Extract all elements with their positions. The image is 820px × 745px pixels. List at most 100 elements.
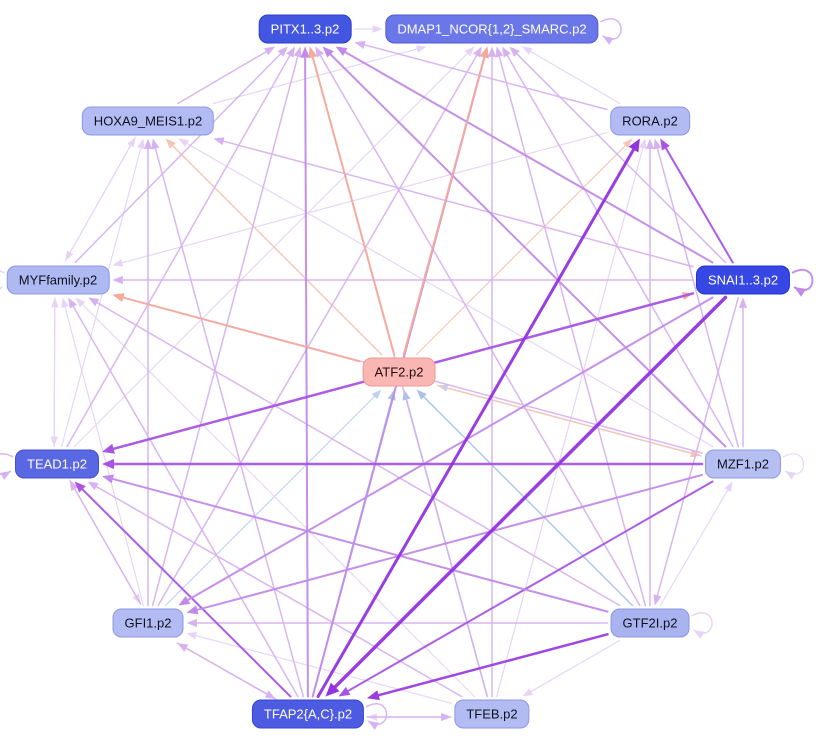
edge-arrowhead xyxy=(315,46,324,58)
graph-node-tfap2-a-c-p2[interactable]: TFAP2{A,C}.p2 xyxy=(251,699,365,729)
edge-arrowhead xyxy=(151,138,160,150)
graph-edge xyxy=(94,300,621,607)
edge-arrowhead xyxy=(653,594,662,606)
edge-arrowhead xyxy=(479,46,489,59)
edge-arrowhead xyxy=(51,297,59,308)
graph-edge xyxy=(328,51,727,448)
edge-arrowhead xyxy=(785,471,796,480)
graph-edge xyxy=(656,145,740,448)
graph-edge xyxy=(415,143,628,356)
graph-edge xyxy=(71,304,299,698)
graph-edge xyxy=(74,51,283,264)
self-loop-edge xyxy=(691,612,713,634)
edge-arrowhead xyxy=(143,138,153,149)
graph-node-mzf1-p2[interactable]: MZF1.p2 xyxy=(704,449,782,479)
graph-node-snai1-3-p2[interactable]: SNAI1..3.p2 xyxy=(695,265,791,295)
graph-edge xyxy=(514,51,727,264)
graph-edge xyxy=(170,143,383,356)
graph-edge xyxy=(73,51,470,448)
graph-edge xyxy=(61,145,142,448)
graph-edge xyxy=(53,304,56,448)
self-loop-edge xyxy=(782,453,805,475)
graph-node-gfi1-p2[interactable]: GFI1.p2 xyxy=(112,608,184,638)
edge-arrowhead xyxy=(186,605,199,615)
graph-edge xyxy=(659,487,730,607)
edge-arrowhead xyxy=(293,46,302,58)
graph-edge xyxy=(345,480,714,693)
graph-edge xyxy=(332,295,728,691)
graph-edge xyxy=(402,54,486,356)
graph-edge xyxy=(436,384,694,455)
edge-arrowhead xyxy=(75,297,86,308)
graph-node-tead1-p2[interactable]: TEAD1.p2 xyxy=(15,449,99,479)
graph-edge xyxy=(64,304,145,607)
edge-arrowhead xyxy=(522,688,533,697)
graph-node-atf2-p2[interactable]: ATF2.p2 xyxy=(362,357,436,387)
edge-arrowhead xyxy=(441,712,452,722)
edge-arrowhead xyxy=(186,632,198,640)
graph-edge xyxy=(120,296,361,363)
graph-node-gtf2i-p2[interactable]: GTF2I.p2 xyxy=(610,608,690,638)
edge-arrowhead xyxy=(522,46,533,55)
graph-edge xyxy=(220,139,694,268)
graph-edge xyxy=(66,53,292,448)
edge-arrowhead xyxy=(738,297,748,308)
edge-arrowhead xyxy=(645,138,655,149)
graph-node-rora-p2[interactable]: RORA.p2 xyxy=(610,106,690,136)
edge-arrowhead xyxy=(639,138,647,150)
edge-arrowhead xyxy=(165,138,176,149)
edge-arrowhead xyxy=(693,630,705,639)
edge-arrowhead xyxy=(68,297,77,309)
edge-arrowhead xyxy=(88,297,100,307)
graph-edge xyxy=(68,136,137,255)
graph-edge xyxy=(80,302,476,698)
graph-edge xyxy=(109,477,609,613)
edge-arrowhead xyxy=(367,690,380,701)
edge-arrowhead xyxy=(277,46,288,57)
edge-arrowhead xyxy=(322,46,334,58)
edge-arrowhead xyxy=(137,138,145,150)
edge-arrowhead xyxy=(112,275,123,285)
graph-edge xyxy=(318,53,641,607)
edge-arrowhead xyxy=(628,138,640,153)
graph-edge xyxy=(164,394,377,607)
edge-arrowhead xyxy=(473,46,482,58)
graph-edge xyxy=(194,473,703,612)
graph-edge xyxy=(505,53,734,448)
edge-arrowhead xyxy=(74,481,86,493)
graph-edge xyxy=(498,53,647,607)
edge-arrowhead xyxy=(502,46,511,58)
graph-node-dmap1-ncor-1-2-smarc-p2[interactable]: DMAP1_NCOR{1,2}_SMARC.p2 xyxy=(385,14,599,44)
graph-node-tfeb-p2[interactable]: TFEB.p2 xyxy=(454,699,530,729)
edge-arrowhead xyxy=(724,481,733,492)
self-loop-edge xyxy=(0,453,14,475)
edge-arrowhead xyxy=(178,138,189,147)
edge-arrowhead xyxy=(112,293,125,303)
graph-edge xyxy=(311,54,396,356)
graph-node-myffamily-p2[interactable]: MYFfamily.p2 xyxy=(6,265,110,295)
graph-edge xyxy=(193,634,453,704)
edge-arrowhead xyxy=(186,618,197,628)
self-loop-edge xyxy=(791,268,814,292)
edge-arrowhead xyxy=(61,297,69,309)
graph-edge xyxy=(176,642,270,696)
edge-arrowhead xyxy=(0,471,11,480)
edge-arrowhead xyxy=(264,690,276,700)
edge-arrowhead xyxy=(371,389,382,400)
edge-arrowhead xyxy=(602,36,614,45)
edge-arrowhead xyxy=(416,389,427,400)
edge-arrowhead xyxy=(495,46,504,58)
graph-edge xyxy=(375,633,609,697)
edge-arrowhead xyxy=(487,46,497,57)
edge-arrowhead xyxy=(286,46,296,58)
edge-arrowhead xyxy=(794,287,806,297)
graph-edge xyxy=(93,484,463,698)
edge-arrowhead xyxy=(335,46,348,57)
graph-node-pitx1-3-p2[interactable]: PITX1..3.p2 xyxy=(258,14,352,44)
graph-edge xyxy=(154,145,305,698)
graph-edge xyxy=(528,49,621,105)
edge-arrowhead xyxy=(368,721,380,730)
graph-edge xyxy=(80,486,292,698)
graph-node-hoxa9-meis1-p2[interactable]: HOXA9_MEIS1.p2 xyxy=(81,106,215,136)
